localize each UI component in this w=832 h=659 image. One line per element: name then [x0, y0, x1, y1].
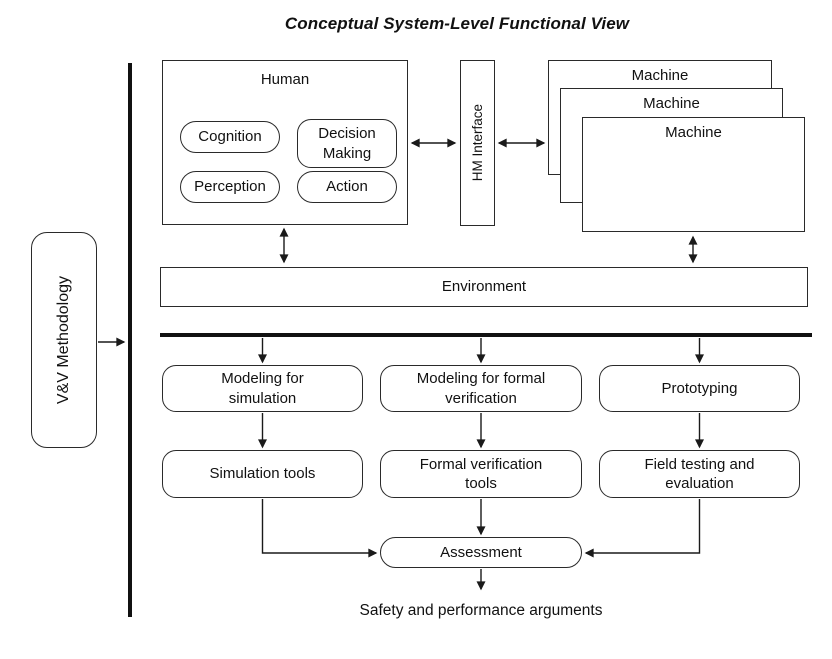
- perception-label: Perception: [194, 178, 266, 196]
- machine-label-3: Machine: [665, 124, 722, 141]
- system-boundary-line: [128, 63, 132, 617]
- prototyping-box: Prototyping: [599, 365, 800, 412]
- assessment-box: Assessment: [380, 537, 582, 568]
- vv-methodology-label: V&V Methodology: [54, 275, 72, 405]
- machine-box-3: Machine: [582, 117, 805, 232]
- process-separator-line: [160, 333, 812, 337]
- field-testing-box: Field testing and evaluation: [599, 450, 800, 498]
- modeling-for-formal-verification-box: Modeling for formal verification: [380, 365, 582, 412]
- cognition-label: Cognition: [198, 128, 262, 146]
- modeling-for-simulation-box: Modeling for simulation: [162, 365, 363, 412]
- simulation-tools-box: Simulation tools: [162, 450, 363, 498]
- vv-methodology-box: V&V Methodology: [31, 232, 97, 448]
- arrow-simulation-tools-to-assessment: [261, 499, 378, 558]
- prototyping-label: Prototyping: [661, 379, 738, 397]
- environment-label: Environment: [441, 278, 527, 296]
- decision-making-label: Decision: [318, 125, 376, 142]
- modeling-for-formal-verification-label: Modeling for formal: [416, 370, 546, 387]
- machine-label-1: Machine: [631, 67, 689, 84]
- human-label: Human: [260, 71, 310, 88]
- diagram-title: Conceptual System-Level Functional View: [284, 14, 630, 33]
- output-text: Safety and performance arguments: [359, 602, 603, 619]
- decision-making-pill: Decision Making: [297, 119, 397, 168]
- modeling-for-simulation-label: Modeling for: [221, 370, 304, 387]
- cognition-pill: Cognition: [180, 121, 280, 153]
- environment-box: Environment: [160, 267, 808, 307]
- hm-interface-label: HM Interface: [469, 104, 485, 182]
- formal-verification-tools-label: Formal verification: [419, 455, 543, 473]
- hm-interface-box: HM Interface: [460, 60, 495, 226]
- arrow-field-testing-to-assessment: [584, 499, 701, 558]
- machine-label-2: Machine: [643, 95, 700, 112]
- action-pill: Action: [297, 171, 397, 203]
- formal-verification-tools-box: Formal verification tools: [380, 450, 582, 498]
- field-testing-label: Field testing and: [644, 455, 755, 473]
- action-label: Action: [326, 178, 368, 196]
- assessment-label: Assessment: [440, 543, 522, 561]
- simulation-tools-label: Simulation tools: [209, 465, 316, 483]
- perception-pill: Perception: [180, 171, 280, 203]
